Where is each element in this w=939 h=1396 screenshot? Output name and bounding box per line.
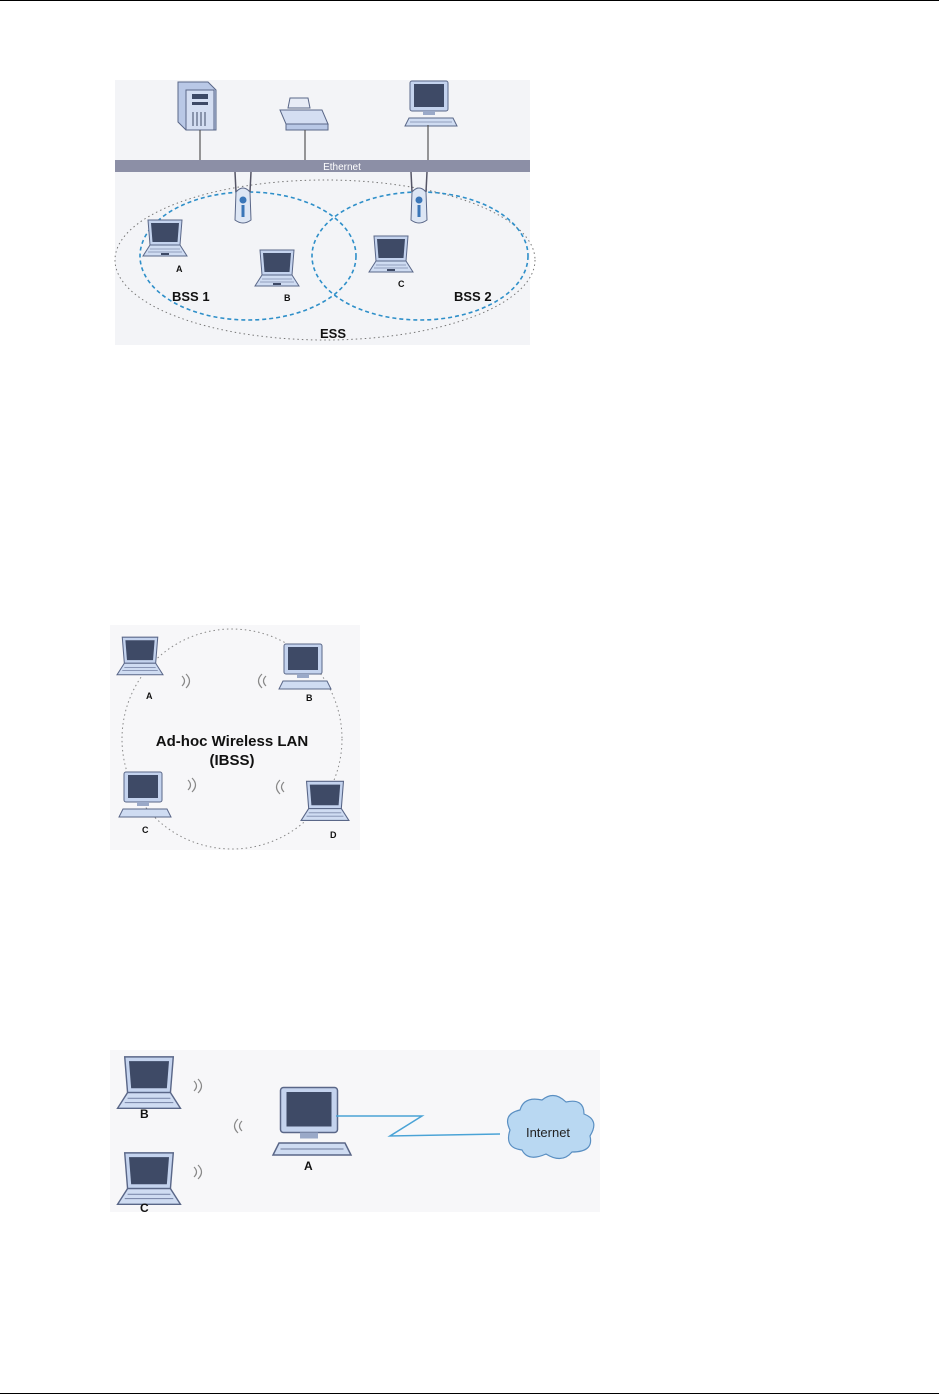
node-b-laptop-icon xyxy=(118,1057,181,1108)
server-icon xyxy=(178,82,216,130)
internet-sharing-diagram: B C A Internet xyxy=(110,1050,610,1220)
ibss-diagram: A B Ad-hoc Wireless LAN (IBSS) C D xyxy=(110,625,370,855)
node-d-label: D xyxy=(330,830,337,840)
bss1-label: BSS 1 xyxy=(172,289,210,304)
node-a-laptop-icon xyxy=(117,637,163,675)
node-a-label: A xyxy=(304,1159,313,1173)
ess-label: ESS xyxy=(320,326,346,341)
ess-diagram: Ethernet A B C BSS 1 BSS 2 ESS xyxy=(110,70,540,350)
ethernet-label: Ethernet xyxy=(323,162,361,173)
bss2-label: BSS 2 xyxy=(454,289,492,304)
node-d-laptop-icon xyxy=(301,781,349,820)
laptop-b-label: B xyxy=(284,293,291,303)
ibss-title-line2: (IBSS) xyxy=(210,752,255,769)
ibss-title-line1: Ad-hoc Wireless LAN xyxy=(156,733,308,750)
node-b-label: B xyxy=(306,693,313,703)
laptop-a-label: A xyxy=(176,264,183,274)
laptop-a-icon xyxy=(143,220,187,256)
node-a-label: A xyxy=(146,691,153,701)
node-b-label: B xyxy=(140,1107,149,1121)
node-c-label: C xyxy=(142,825,149,835)
header-rule xyxy=(0,0,939,1)
laptop-b-icon xyxy=(255,250,299,286)
node-c-label: C xyxy=(140,1201,149,1215)
node-c-laptop-icon xyxy=(118,1153,181,1204)
laptop-c-icon xyxy=(369,236,413,272)
internet-label: Internet xyxy=(526,1125,570,1140)
laptop-c-label: C xyxy=(398,279,405,289)
footer-rule xyxy=(0,1393,939,1394)
